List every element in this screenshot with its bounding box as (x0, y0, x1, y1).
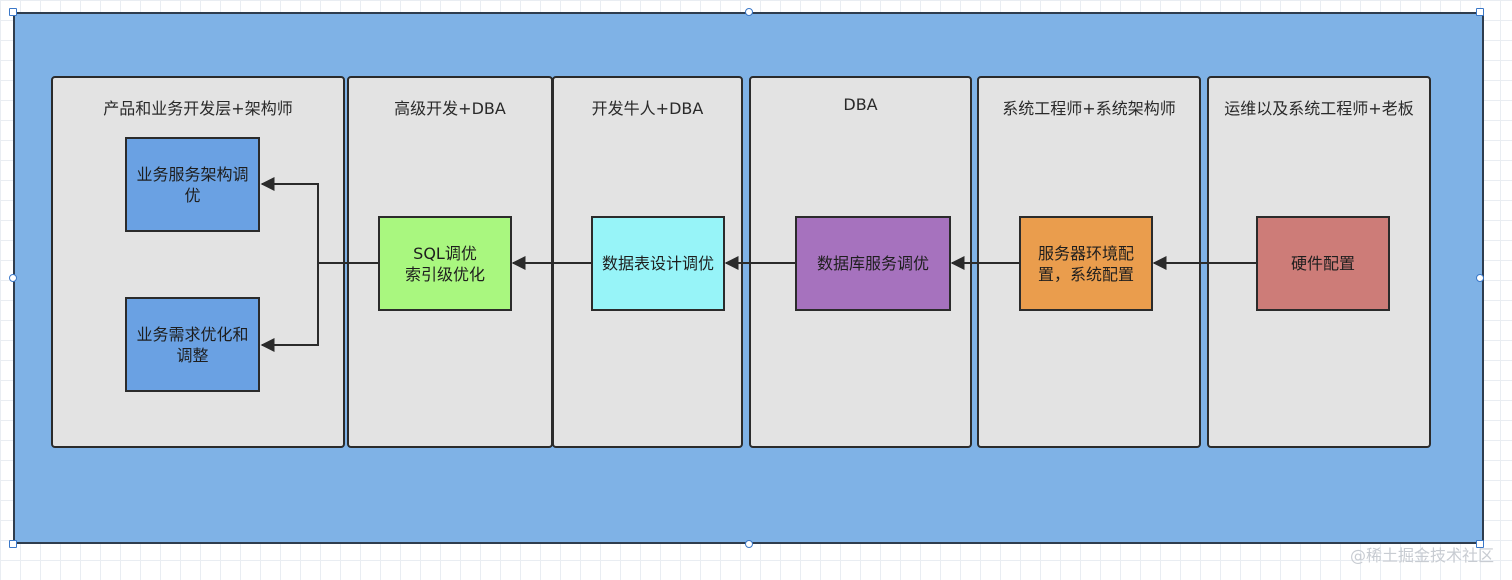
resize-handle-bottom[interactable] (745, 540, 753, 548)
node-db-service[interactable]: 数据库服务调优 (795, 216, 951, 311)
resize-handle-top-right[interactable] (1476, 8, 1484, 16)
node-business-requirements[interactable]: 业务需求优化和调整 (125, 297, 260, 392)
node-table-design[interactable]: 数据表设计调优 (591, 216, 725, 311)
resize-handle-bottom-left[interactable] (9, 540, 17, 548)
lane-title: 高级开发+DBA (394, 99, 506, 118)
lane-title: 系统工程师+系统架构师 (1002, 99, 1176, 118)
edge-sql-to-business-arch[interactable] (260, 177, 378, 264)
lane-title: 产品和业务开发层+架构师 (103, 99, 293, 118)
node-label: 服务器环境配置，系统配置 (1037, 243, 1134, 284)
resize-handle-bottom-right[interactable] (1476, 540, 1484, 548)
node-label: 业务服务架构调优 (136, 164, 249, 205)
node-label: 业务需求优化和调整 (136, 324, 249, 365)
edge-sql-to-business-req[interactable] (260, 263, 319, 352)
lane-title: 开发牛人+DBA (591, 99, 704, 118)
node-label: 数据表设计调优 (601, 254, 714, 273)
resize-handle-left[interactable] (9, 274, 17, 282)
node-hardware[interactable]: 硬件配置 (1256, 216, 1390, 311)
lane-title: DBA (843, 95, 878, 114)
node-label: SQL调优 索引级优化 (404, 243, 485, 284)
lane-title: 运维以及系统工程师+老板 (1224, 99, 1414, 118)
node-business-architecture[interactable]: 业务服务架构调优 (125, 137, 260, 232)
resize-handle-right[interactable] (1476, 274, 1484, 282)
node-label: 硬件配置 (1290, 254, 1355, 273)
resize-handle-top-left[interactable] (9, 8, 17, 16)
node-label: 数据库服务调优 (816, 254, 929, 273)
resize-handle-top[interactable] (745, 8, 753, 16)
node-sql-tuning[interactable]: SQL调优 索引级优化 (378, 216, 512, 311)
node-server-env[interactable]: 服务器环境配置，系统配置 (1019, 216, 1153, 311)
watermark: @稀土掘金技术社区 (1349, 546, 1494, 565)
